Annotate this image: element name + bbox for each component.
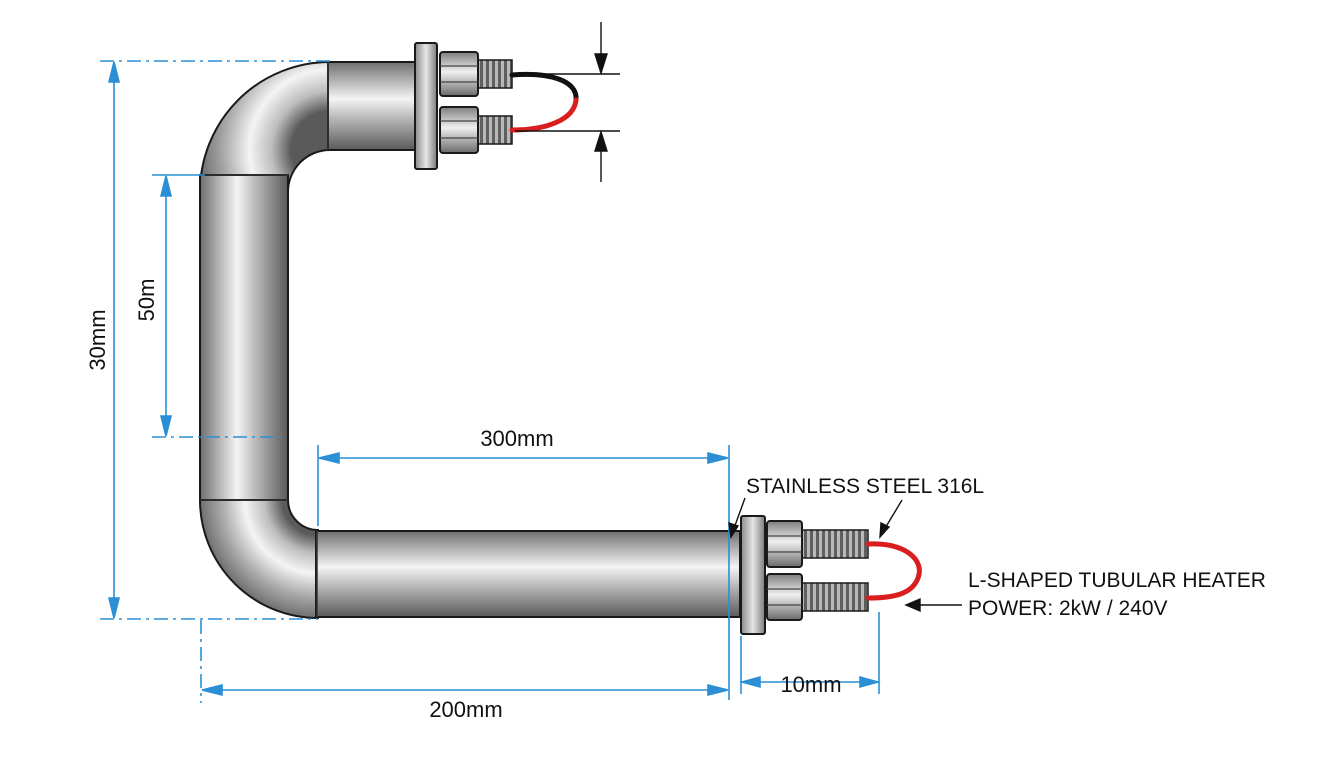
hex-nut-icon (766, 573, 803, 621)
dim-label-straight-height: 50m (134, 279, 159, 322)
dim-label-straight-length: 300mm (480, 426, 553, 451)
tube-horizontal-section (315, 530, 741, 618)
dim-label-terminal-length: 10mm (780, 672, 841, 697)
flange-top (414, 42, 438, 170)
tube-bend-bottom (198, 499, 319, 620)
dimension-lines (100, 60, 881, 703)
wire-black-top (509, 71, 579, 103)
dim-label-overall-height: 30mm (85, 309, 110, 370)
stud-top-upper (475, 59, 513, 89)
terminal-top (414, 42, 579, 170)
stud-bottom-lower (799, 582, 869, 612)
terminal-bottom (740, 515, 922, 635)
stud-top-lower (475, 115, 513, 145)
stud-bottom-upper (799, 529, 869, 559)
wire-red-top (509, 97, 579, 133)
flange-bottom (740, 515, 766, 635)
wire-spacing-indicator (515, 22, 620, 182)
tube-bend-top (198, 60, 331, 193)
callout-power-rating: POWER: 2kW / 240V (968, 597, 1168, 620)
hex-nut-icon (439, 51, 479, 97)
tube-vertical-section (199, 174, 289, 501)
wire-red-bottom (865, 541, 922, 601)
callout-material: STAINLESS STEEL 316L (746, 475, 984, 498)
hex-nut-icon (439, 106, 479, 154)
tube-top-stub (327, 61, 419, 151)
callout-heater-type: L-SHAPED TUBULAR HEATER (968, 569, 1266, 592)
callout-leaders (728, 497, 962, 613)
hex-nut-icon (766, 520, 803, 568)
dim-label-overall-length: 200mm (429, 697, 502, 722)
